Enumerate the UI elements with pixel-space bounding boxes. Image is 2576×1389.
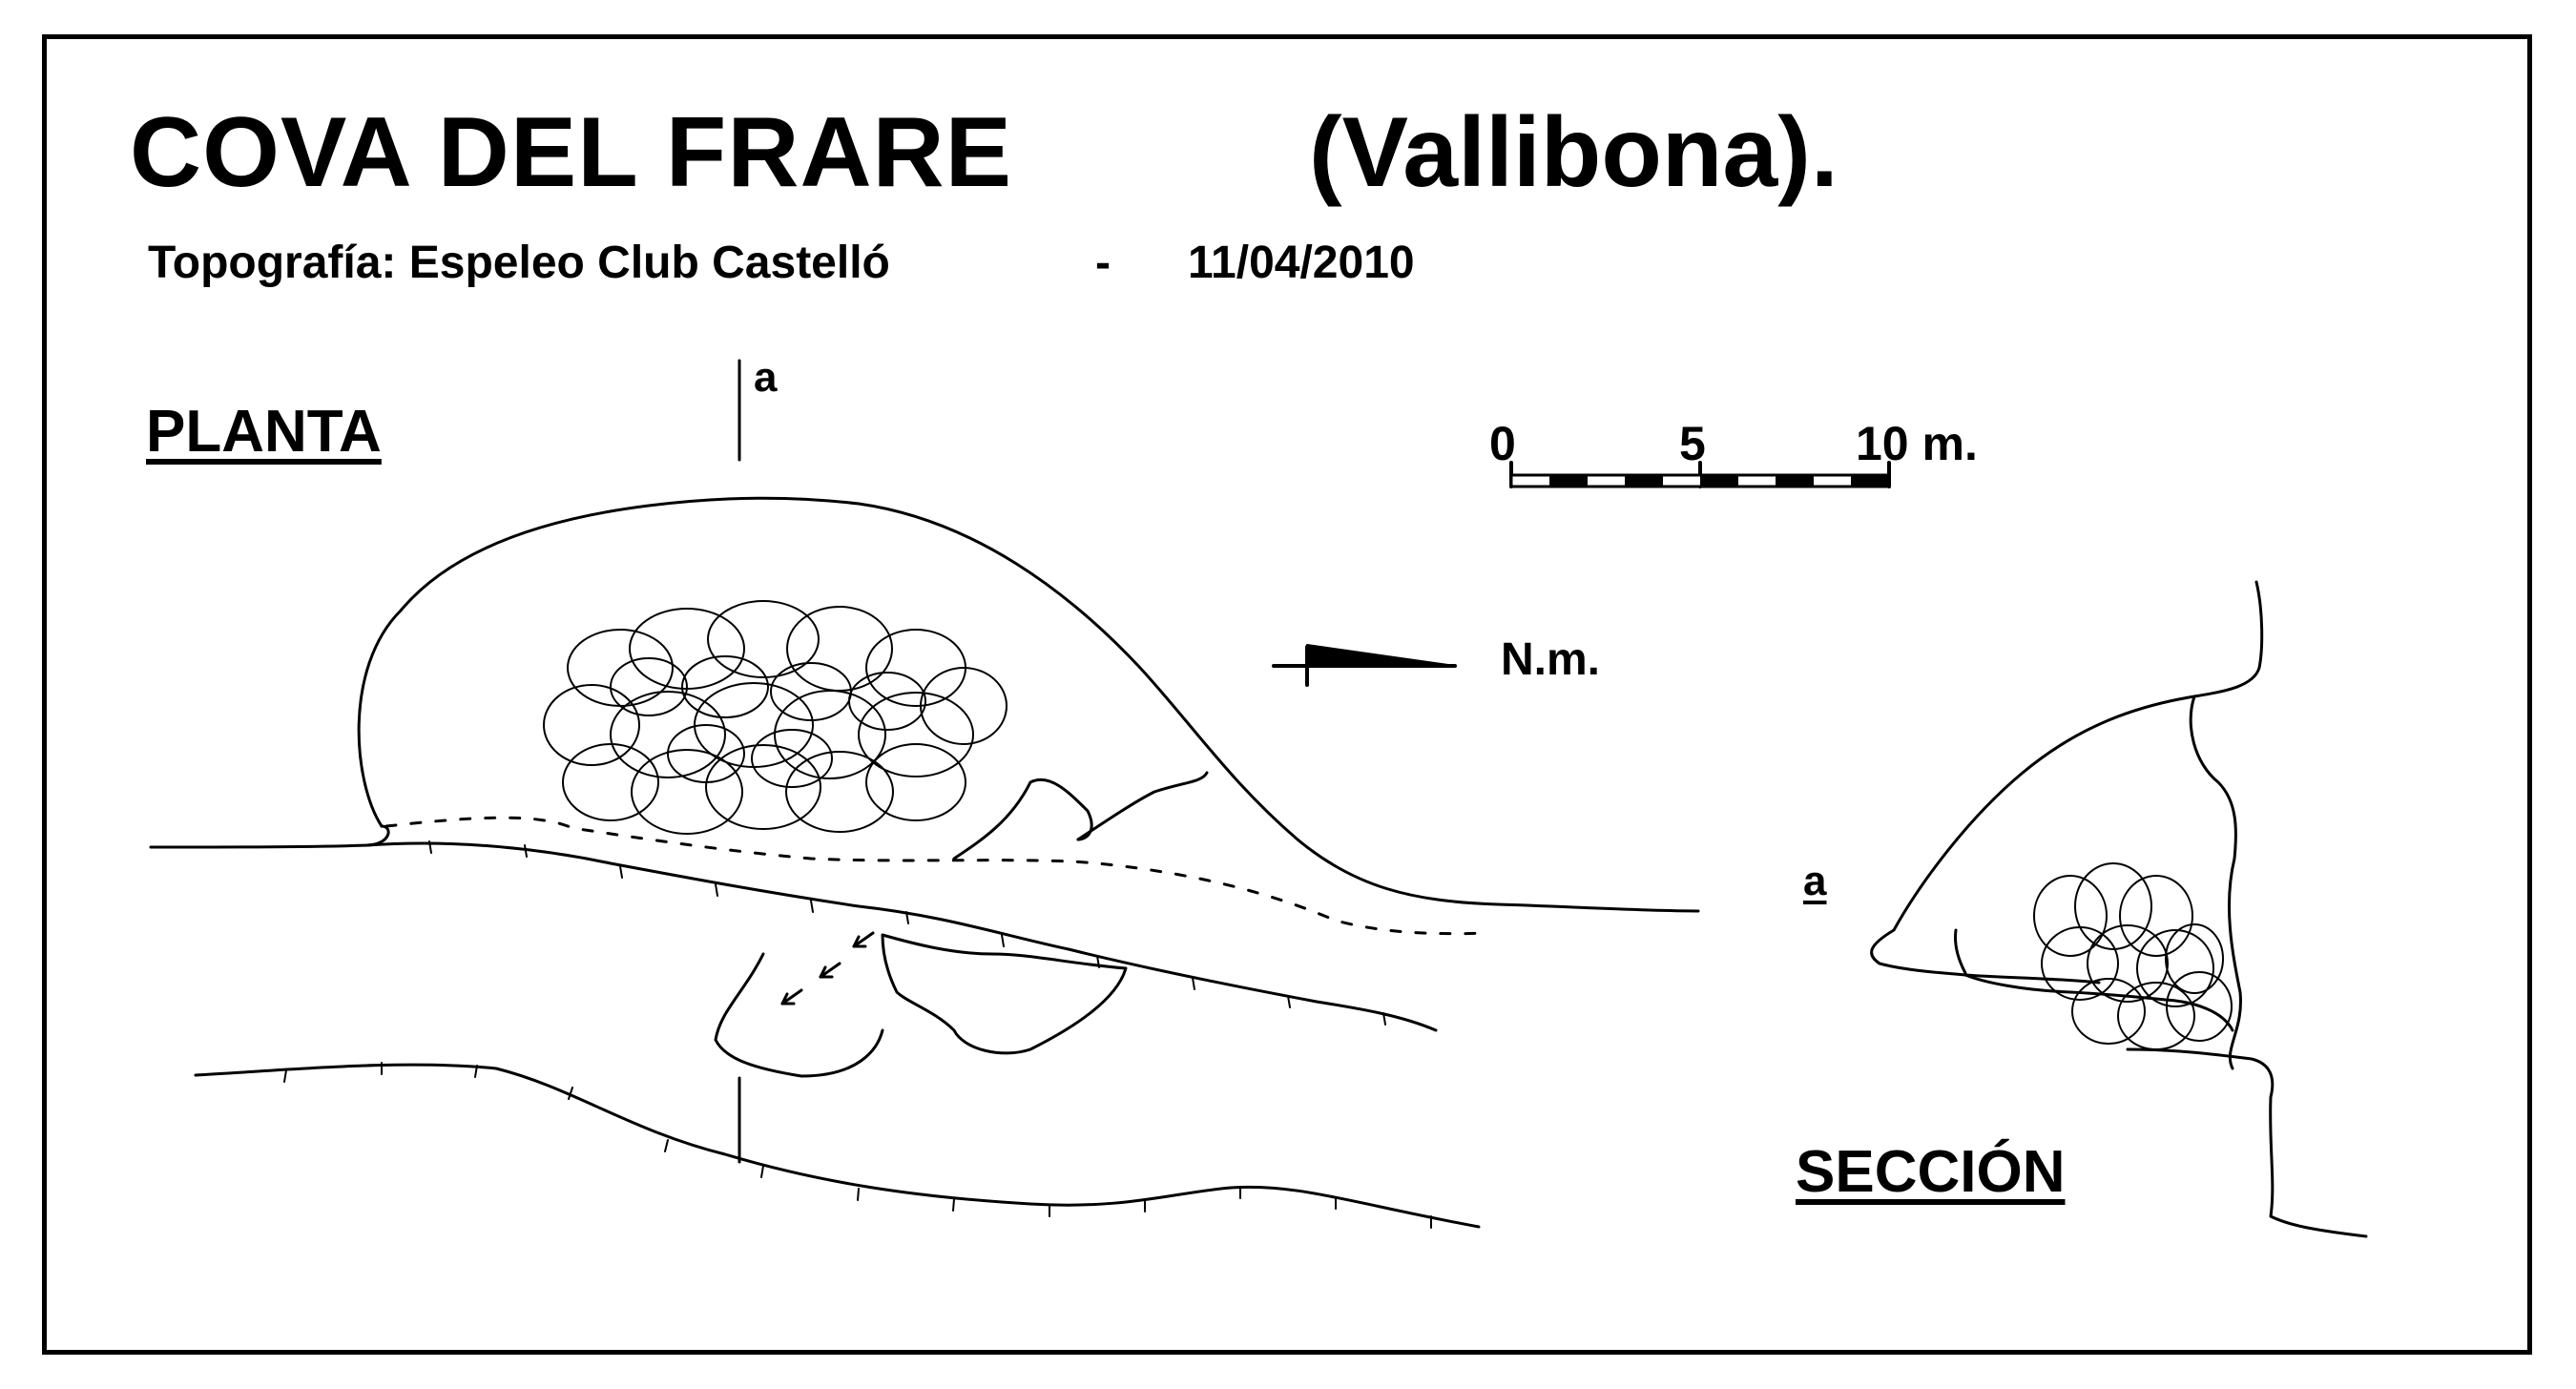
plan-drip-line xyxy=(384,816,1490,936)
scale-tick-label-0: 0 xyxy=(1489,417,1516,470)
cave-title: COVA DEL FRARE xyxy=(130,97,1013,208)
survey-credit: Topografía: Espeleo Club Castelló xyxy=(148,238,890,288)
scale-tick-label-10: 10 m. xyxy=(1856,417,1978,470)
north-label: N.m. xyxy=(1501,634,1601,685)
section-marker-plan: a xyxy=(754,354,778,401)
plan-entrance-lip xyxy=(149,824,390,849)
plan-block-2 xyxy=(952,777,1093,860)
cave-location: (Vallibona). xyxy=(1309,97,1839,208)
section-view-label: SECCIÓN xyxy=(1796,1139,2066,1205)
slope-arrows xyxy=(780,931,875,1005)
section-marker-profile: a xyxy=(1803,858,1827,904)
section-cliff xyxy=(2189,580,2264,1070)
ledge-ticks xyxy=(428,840,1386,1026)
plan-view-label: PLANTA xyxy=(146,399,382,465)
plan-vegetation xyxy=(543,600,1008,835)
plan-ledge-line xyxy=(365,841,1438,1032)
plan-block-1 xyxy=(881,933,1128,1055)
sheet-border xyxy=(42,34,2532,1355)
plan-ground-contour xyxy=(194,1063,1481,1229)
section-floor xyxy=(1963,973,2234,1032)
section-inner-wall xyxy=(1954,928,1967,975)
section-roof xyxy=(1870,694,2196,985)
section-ground xyxy=(2126,1047,2368,1238)
plan-dome-outline xyxy=(357,496,1700,913)
ground-contour-ticks xyxy=(283,1062,1432,1229)
section-vegetation xyxy=(2033,862,2233,1050)
north-arrow-icon xyxy=(1272,644,1457,687)
scale-tick-label-5: 5 xyxy=(1679,417,1706,470)
plan-lower-ledge xyxy=(714,952,884,1078)
survey-date: 11/04/2010 xyxy=(1188,238,1415,288)
credit-separator: - xyxy=(1095,238,1111,288)
plan-block-3 xyxy=(1076,771,1209,841)
scale-bar xyxy=(1509,461,1891,488)
